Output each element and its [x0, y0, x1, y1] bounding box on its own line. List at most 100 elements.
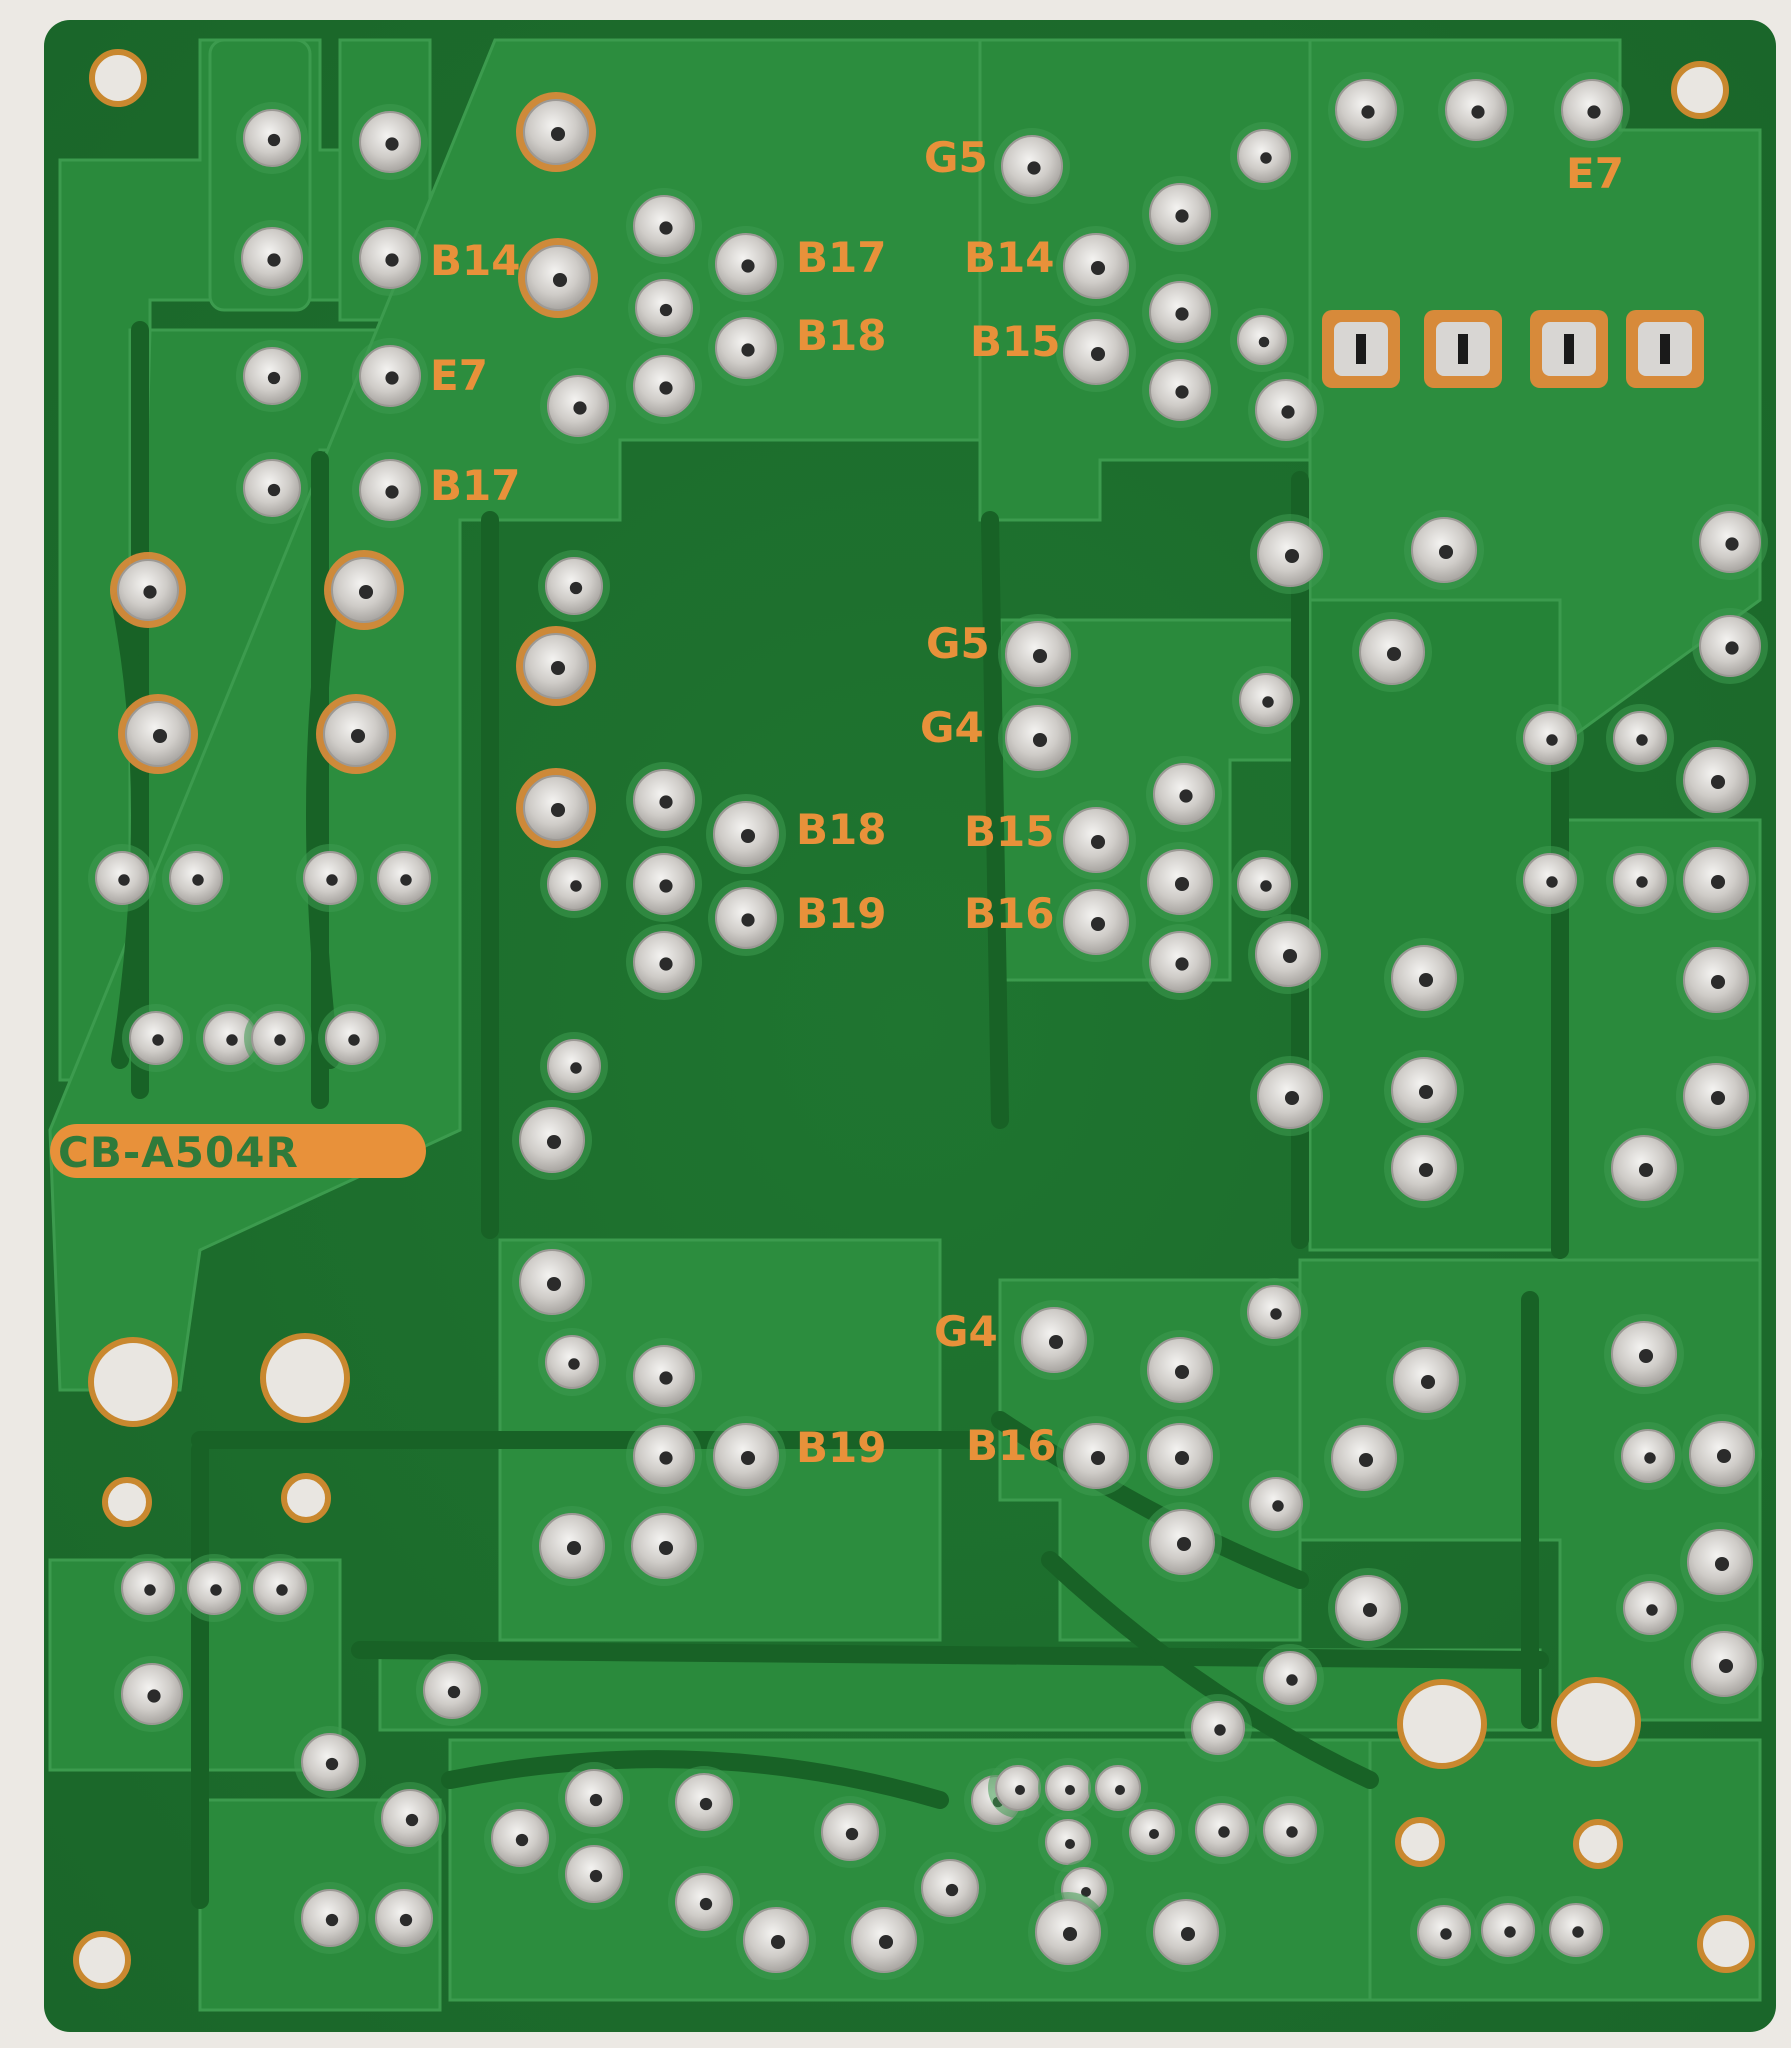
solder-pad: [512, 1100, 592, 1180]
solder-pad: [1028, 1892, 1108, 1972]
solder-pad: [708, 310, 784, 386]
solder-pad: [540, 1032, 608, 1100]
solder-pad: [1230, 122, 1298, 190]
solder-pad: [1328, 1568, 1408, 1648]
solder-pad: [1248, 914, 1328, 994]
label-b14-top-right: B14: [964, 233, 1054, 282]
solder-pad: [626, 762, 702, 838]
solder-pad: [516, 92, 596, 172]
solder-pad: [1250, 1056, 1330, 1136]
solder-pad: [114, 1554, 182, 1622]
solder-pad: [1692, 504, 1768, 580]
solder-pad: [1324, 1418, 1404, 1498]
solder-pad: [1056, 800, 1136, 880]
solder-pad: [1474, 1896, 1542, 1964]
solder-pad: [244, 1004, 312, 1072]
solder-pad: [668, 1766, 740, 1838]
part-number-badge: CB-A504R: [50, 1124, 426, 1178]
label-b14-top-left: B14: [430, 236, 520, 285]
solder-pad: [1438, 72, 1514, 148]
solder-pad: [114, 1656, 190, 1732]
solder-pad: [626, 348, 702, 424]
mounting-holes: [73, 49, 1755, 1989]
solder-pad: [236, 452, 308, 524]
solder-pad: [1676, 740, 1756, 820]
solder-pad: [1146, 1892, 1226, 1972]
solder-pad: [626, 1418, 702, 1494]
solder-pad: [1554, 72, 1630, 148]
solder-pad: [236, 340, 308, 412]
solder-pad: [1616, 1574, 1684, 1642]
solder-pad: [516, 626, 596, 706]
solder-pad: [708, 880, 784, 956]
solder-pad: [1230, 850, 1298, 918]
solder-pad: [1056, 882, 1136, 962]
label-b17-top-mid: B17: [796, 233, 886, 282]
solder-pad: [1352, 612, 1432, 692]
solder-pad: [558, 1762, 630, 1834]
solder-pad: [1410, 1898, 1478, 1966]
solder-pad: [180, 1554, 248, 1622]
solder-pad: [1230, 308, 1294, 372]
solder-pad: [1606, 704, 1674, 772]
solder-pad: [914, 1852, 986, 1924]
solder-pad: [1404, 510, 1484, 590]
solder-pad: [368, 1882, 440, 1954]
solder-pad: [1146, 756, 1222, 832]
solder-pad: [416, 1654, 488, 1726]
solder-pad: [318, 1004, 386, 1072]
solder-pad: [538, 550, 610, 622]
solder-pad: [352, 104, 428, 180]
solder-pad: [1240, 1278, 1308, 1346]
solder-pad: [1038, 1812, 1098, 1872]
solder-pad: [988, 1758, 1048, 1818]
solder-pad: [516, 768, 596, 848]
solder-pads: [88, 72, 1768, 1980]
label-b16-bottom-right: B16: [966, 1421, 1056, 1470]
solder-pad: [1142, 924, 1218, 1000]
solder-pad: [1014, 1300, 1094, 1380]
solder-pad: [1680, 1522, 1760, 1602]
solder-pad: [1142, 176, 1218, 252]
solder-pad: [1676, 840, 1756, 920]
solder-pad: [246, 1554, 314, 1622]
traces: [111, 321, 1569, 1909]
solder-pad: [844, 1900, 924, 1980]
solder-pad: [1056, 312, 1136, 392]
solder-pad: [1328, 72, 1404, 148]
label-g4-mid-right: G4: [920, 703, 984, 752]
solder-pad: [628, 272, 700, 344]
solder-pad: [532, 1506, 612, 1586]
solder-pad: [1516, 846, 1584, 914]
label-b19-mid: B19: [796, 889, 886, 938]
label-b19-bottom: B19: [796, 1423, 886, 1472]
solder-pad: [234, 220, 310, 296]
solder-pad: [1142, 274, 1218, 350]
label-b15-top-right: B15: [970, 317, 1060, 366]
solder-pad: [708, 226, 784, 302]
solder-pad: [540, 850, 608, 918]
solder-pad: [626, 188, 702, 264]
solder-pad: [1140, 1416, 1220, 1496]
solder-pad: [196, 1004, 264, 1072]
solder-pad: [352, 452, 428, 528]
solder-pad: [122, 1004, 190, 1072]
label-b15-mid-right: B15: [964, 807, 1054, 856]
solder-pad: [538, 1328, 606, 1396]
solder-pad: [1142, 352, 1218, 428]
solder-pad: [236, 102, 308, 174]
solder-pad: [1604, 1314, 1684, 1394]
solder-pad: [118, 694, 198, 774]
solder-pad: [706, 794, 786, 874]
solder-pad: [1038, 1758, 1098, 1818]
rect-pads: [1322, 310, 1704, 388]
solder-pad: [316, 694, 396, 774]
solder-pad: [352, 220, 428, 296]
solder-pad: [1142, 1502, 1222, 1582]
solder-pad: [1250, 514, 1330, 594]
solder-pad: [162, 844, 230, 912]
solder-pad: [1088, 1758, 1148, 1818]
solder-pad: [1140, 1330, 1220, 1410]
label-e7-top-left: E7: [430, 351, 488, 400]
